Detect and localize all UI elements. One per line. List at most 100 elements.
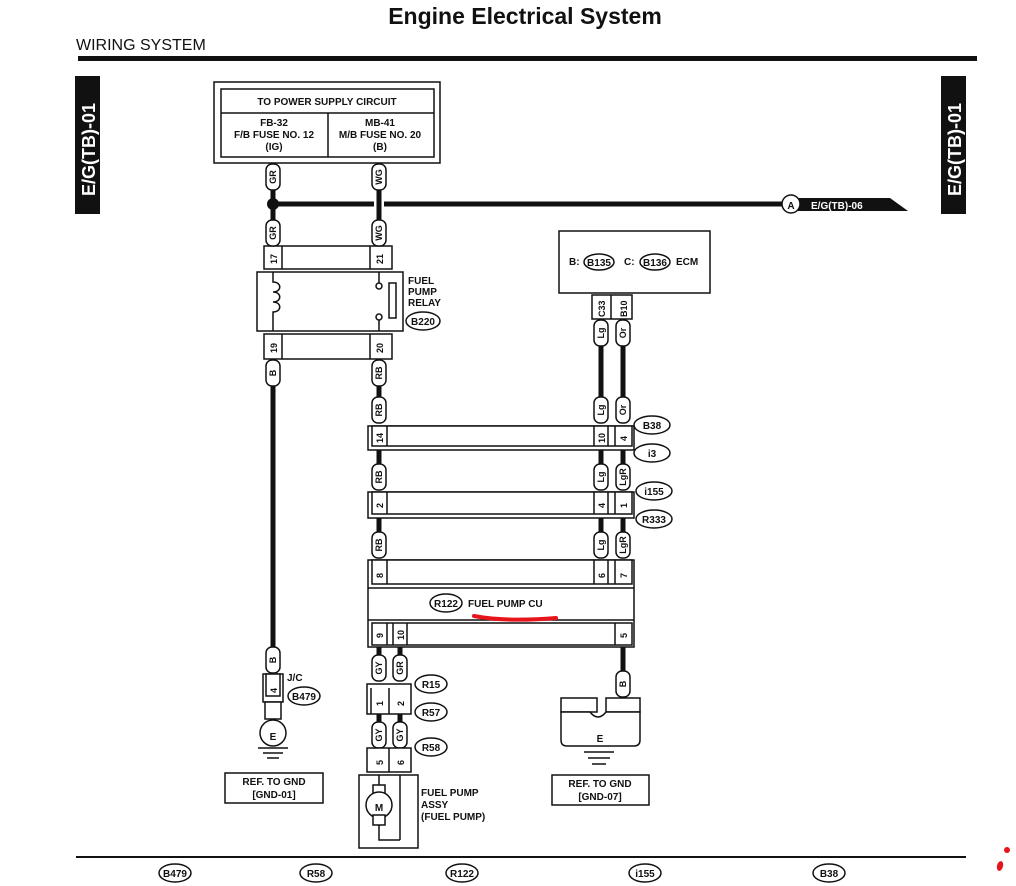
svg-text:GY: GY bbox=[395, 728, 405, 741]
svg-text:(IG): (IG) bbox=[265, 142, 282, 153]
body-ground: E REF. TO GND [GND-07] bbox=[551, 697, 650, 806]
fuel-pump-assy: M FUEL PUMP ASSY (FUEL PUMP) bbox=[358, 774, 485, 849]
svg-text:5: 5 bbox=[619, 633, 629, 638]
wire-label-lg: Lg bbox=[593, 531, 609, 559]
svg-text:4: 4 bbox=[597, 503, 607, 508]
wire-label-gr: GR bbox=[265, 163, 281, 191]
svg-text:M: M bbox=[375, 803, 383, 814]
wire-label-lg: Lg bbox=[593, 319, 609, 347]
header-rule bbox=[78, 56, 977, 61]
svg-text:B:: B: bbox=[569, 257, 580, 268]
svg-text:RB: RB bbox=[374, 403, 384, 416]
svg-text:B220: B220 bbox=[411, 317, 435, 328]
svg-text:B479: B479 bbox=[292, 692, 316, 703]
svg-text:B136: B136 bbox=[643, 258, 667, 269]
wire-label-rb: RB bbox=[371, 531, 387, 559]
connector-ref-a[interactable]: A E/G(TB)-06 bbox=[781, 194, 908, 214]
svg-text:FUEL PUMP: FUEL PUMP bbox=[421, 788, 479, 799]
footer-connector-b38[interactable]: B38 bbox=[812, 863, 846, 883]
svg-text:REF. TO GND: REF. TO GND bbox=[242, 777, 305, 788]
svg-text:MB-41: MB-41 bbox=[365, 118, 395, 129]
svg-text:i155: i155 bbox=[644, 487, 664, 498]
svg-text:R58: R58 bbox=[307, 869, 326, 880]
footer-rule bbox=[76, 856, 966, 858]
svg-text:14: 14 bbox=[375, 433, 385, 443]
svg-text:Or: Or bbox=[618, 327, 628, 338]
svg-text:8: 8 bbox=[375, 573, 385, 578]
svg-text:R122: R122 bbox=[434, 599, 458, 610]
footer-connector-i155[interactable]: i155 bbox=[628, 863, 662, 883]
svg-text:R333: R333 bbox=[642, 515, 666, 526]
svg-text:4: 4 bbox=[269, 688, 279, 693]
wire-label-lg: Lg bbox=[593, 396, 609, 424]
wire-label-wg: WG bbox=[371, 219, 387, 247]
svg-text:A: A bbox=[787, 201, 794, 212]
svg-text:FUEL PUMP CU: FUEL PUMP CU bbox=[468, 599, 543, 610]
svg-text:1: 1 bbox=[375, 701, 385, 706]
svg-text:ECM: ECM bbox=[676, 257, 698, 268]
svg-text:Lg: Lg bbox=[596, 472, 606, 483]
svg-text:B: B bbox=[268, 369, 278, 376]
page-title: Engine Electrical System bbox=[388, 3, 662, 29]
wire-label-gr: GR bbox=[265, 219, 281, 247]
connector-r58: 5 6 R58 bbox=[366, 737, 448, 773]
svg-text:RB: RB bbox=[374, 470, 384, 483]
svg-text:Lg: Lg bbox=[596, 328, 606, 339]
svg-text:(FUEL PUMP): (FUEL PUMP) bbox=[421, 812, 485, 823]
svg-text:6: 6 bbox=[597, 573, 607, 578]
annotation-underline bbox=[472, 614, 558, 622]
svg-text:4: 4 bbox=[619, 436, 629, 441]
footer-connector-r122[interactable]: R122 bbox=[445, 863, 479, 883]
svg-text:i3: i3 bbox=[648, 449, 657, 460]
svg-text:6: 6 bbox=[396, 760, 406, 765]
section-title: WIRING SYSTEM bbox=[76, 37, 206, 54]
svg-text:B38: B38 bbox=[643, 421, 662, 432]
svg-text:LgR: LgR bbox=[618, 468, 628, 486]
svg-text:E: E bbox=[270, 732, 277, 743]
footer-connector-r58[interactable]: R58 bbox=[299, 863, 333, 883]
wire-label-rb: RB bbox=[371, 463, 387, 491]
svg-text:B: B bbox=[268, 656, 278, 663]
wire-label-lgr: LgR bbox=[615, 531, 631, 559]
svg-text:B10: B10 bbox=[619, 300, 629, 317]
svg-text:REF. TO GND: REF. TO GND bbox=[568, 779, 631, 790]
svg-text:2: 2 bbox=[396, 701, 406, 706]
svg-text:10: 10 bbox=[396, 630, 406, 640]
svg-text:(B): (B) bbox=[373, 142, 387, 153]
svg-text:17: 17 bbox=[269, 254, 279, 264]
svg-text:M/B FUSE NO. 20: M/B FUSE NO. 20 bbox=[339, 130, 422, 141]
svg-text:C33: C33 bbox=[597, 300, 607, 317]
svg-text:ASSY: ASSY bbox=[421, 800, 449, 811]
svg-text:Or: Or bbox=[618, 404, 628, 415]
svg-text:7: 7 bbox=[619, 573, 629, 578]
wire-label-b: B bbox=[265, 359, 281, 387]
svg-text:E/G(TB)-01: E/G(TB)-01 bbox=[945, 103, 965, 196]
svg-text:R57: R57 bbox=[422, 708, 441, 719]
power-supply-box: TO POWER SUPPLY CIRCUIT FB-32 F/B FUSE N… bbox=[213, 81, 441, 164]
svg-text:B479: B479 bbox=[163, 869, 187, 880]
wire-label-b: B bbox=[265, 646, 281, 674]
svg-text:E/G(TB)-06: E/G(TB)-06 bbox=[811, 201, 863, 212]
wire-label-gy: GY bbox=[371, 721, 387, 749]
wire-label-rb: RB bbox=[371, 359, 387, 387]
svg-text:FB-32: FB-32 bbox=[260, 118, 288, 129]
svg-text:FUEL: FUEL bbox=[408, 276, 434, 287]
svg-text:19: 19 bbox=[269, 343, 279, 353]
footer-connector-b479[interactable]: B479 bbox=[158, 863, 192, 883]
connector-row-i155-r333: 2 4 1 i155 R333 bbox=[367, 481, 673, 529]
ground-icon bbox=[259, 719, 287, 747]
ecm-box: B: B135 C: B136 ECM C33 B10 bbox=[558, 230, 711, 320]
svg-text:WG: WG bbox=[374, 169, 384, 185]
svg-text:J/C: J/C bbox=[287, 673, 303, 684]
wire-label-or: Or bbox=[615, 396, 631, 424]
svg-text:Lg: Lg bbox=[596, 540, 606, 551]
wire-label-gy: GY bbox=[392, 721, 408, 749]
footer-connector-index: B479 R58 R122 i155 B38 bbox=[158, 863, 846, 883]
svg-text:B: B bbox=[618, 680, 628, 687]
svg-text:C:: C: bbox=[624, 257, 635, 268]
svg-text:TO POWER SUPPLY CIRCUIT: TO POWER SUPPLY CIRCUIT bbox=[257, 97, 396, 108]
side-tab-right: E/G(TB)-01 bbox=[941, 76, 966, 214]
wire-label-or: Or bbox=[615, 319, 631, 347]
svg-text:5: 5 bbox=[375, 760, 385, 765]
